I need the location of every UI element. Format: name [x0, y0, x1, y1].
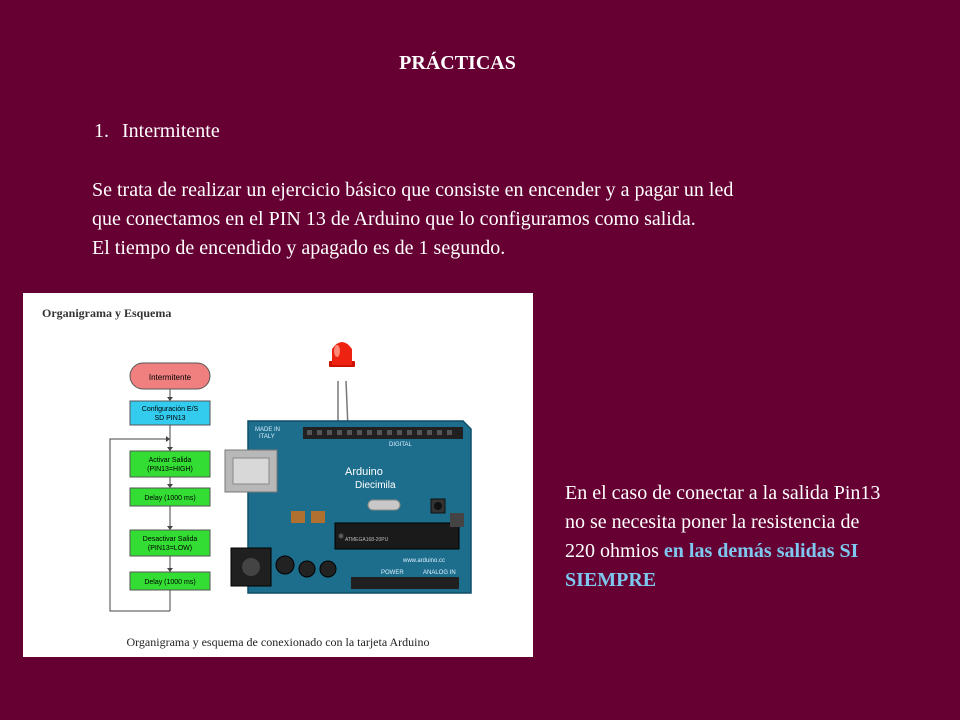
- flow-start-box: [129, 362, 211, 390]
- section-name: Intermitente: [122, 120, 220, 142]
- note-line: no se necesita poner la resistencia de: [565, 511, 860, 533]
- flow-delay-box: [129, 487, 211, 507]
- note-highlight: SIEMPRE: [565, 569, 657, 591]
- note-text: 220 ohmios: [565, 540, 664, 562]
- board-analog-label: ANALOG IN: [423, 570, 456, 576]
- description: Se trata de realizar un ejercicio básico…: [92, 176, 892, 263]
- flow-deactivate-label: (PIN13=LOW): [148, 545, 192, 552]
- pin13-note: En el caso de conectar a la salida Pin13…: [565, 479, 955, 595]
- board-model-label: Diecimila: [355, 480, 396, 491]
- schematic-figure: Organigrama y Esquema Intermitente Confi…: [23, 293, 533, 657]
- flow-config-label: SD PIN13: [154, 415, 185, 422]
- board-site-label: www.arduino.cc: [402, 558, 445, 564]
- digital-pins: [307, 430, 452, 435]
- flow-activate-label: Activar Salida: [149, 457, 192, 464]
- flow-deactivate-label: Desactivar Salida: [143, 536, 198, 543]
- figure-illustration: Intermitente Configuración E/S SD PIN13 …: [109, 342, 472, 612]
- flow-delay-box: [129, 571, 211, 591]
- description-line: El tiempo de encendido y apagado es de 1…: [92, 237, 506, 259]
- note-line: En el caso de conectar a la salida Pin13: [565, 482, 881, 504]
- board-made-label: ITALY: [259, 434, 275, 440]
- flow-start-label: Intermitente: [149, 373, 192, 382]
- board-chip-label: ATMEGA168-20PU: [345, 537, 389, 543]
- note-line: SIEMPRE: [565, 566, 955, 595]
- figure-title: Organigrama y Esquema: [42, 306, 172, 320]
- board-power-label: POWER: [381, 570, 404, 576]
- note-highlight: en las demás salidas SI: [663, 540, 859, 562]
- board-digital-label: DIGITAL: [389, 442, 413, 448]
- description-line: Se trata de realizar un ejercicio básico…: [92, 179, 734, 201]
- flow-delay-label: Delay (1000 ms): [144, 495, 195, 502]
- page-title: PRÁCTICAS: [399, 52, 516, 74]
- led-icon: [329, 342, 355, 429]
- flow-activate-label: (PIN13=HIGH): [147, 466, 193, 473]
- flow-config-label: Configuración E/S: [142, 406, 199, 413]
- flow-arrowheads: [166, 397, 173, 572]
- description-line: que conectamos en el PIN 13 de Arduino q…: [92, 208, 696, 230]
- flow-delay-label: Delay (1000 ms): [144, 579, 195, 586]
- board-made-label: MADE IN: [255, 427, 280, 433]
- section-number: 1.: [94, 120, 109, 142]
- note-line: 220 ohmios en las demás salidas SI: [565, 537, 955, 566]
- arduino-board-icon: MADE IN ITALY DIGITAL Arduino Diecimila …: [224, 420, 472, 594]
- flow-activate-box: [129, 450, 211, 478]
- section-heading: 1. Intermitente: [94, 120, 220, 143]
- flow-config-box: [129, 400, 211, 426]
- figure-caption: Organigrama y esquema de conexionado con…: [126, 635, 430, 649]
- flow-deactivate-box: [129, 529, 211, 557]
- board-brand-label: Arduino: [345, 466, 383, 478]
